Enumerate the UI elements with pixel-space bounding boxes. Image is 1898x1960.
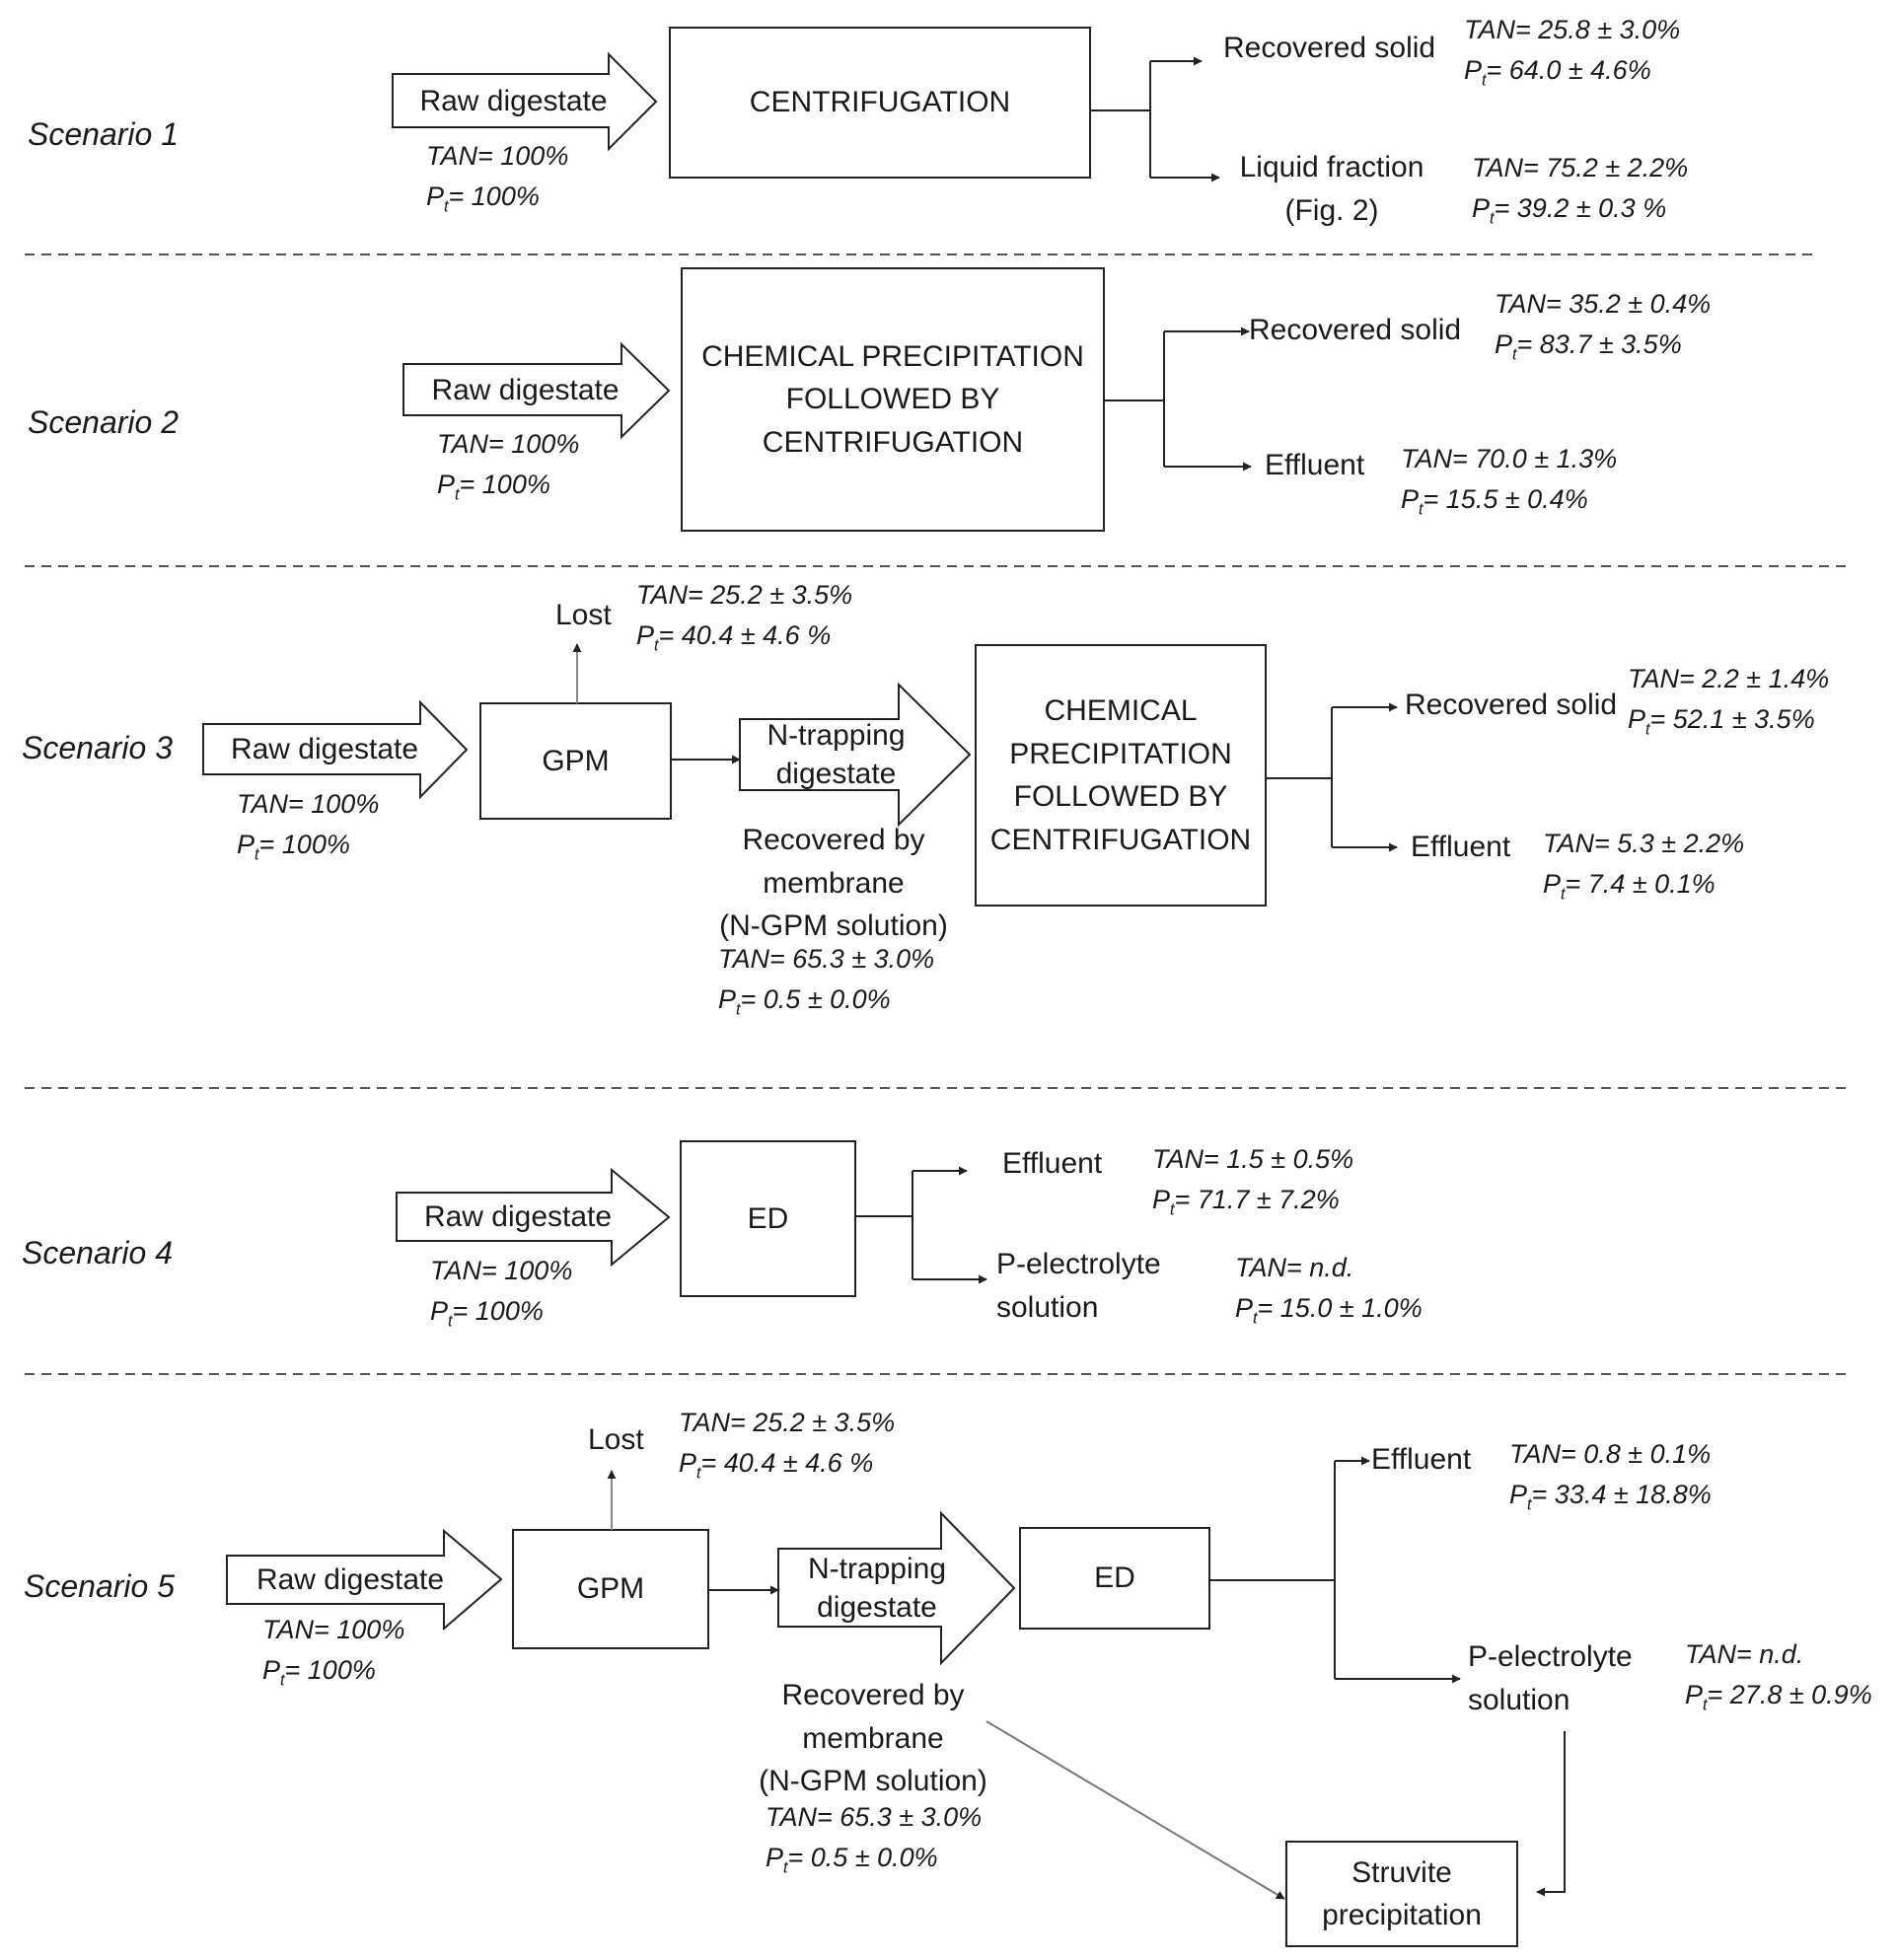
s2-recovered-solid-label: Recovered solid xyxy=(1249,314,1462,346)
s2-raw-digestate-label: Raw digestate xyxy=(431,373,620,406)
s5-lost-values: TAN= 25.2 ± 3.5% Pt= 40.4 ± 4.6 % xyxy=(679,1408,896,1482)
s2-effluent-values: TAN= 70.0 ± 1.3% Pt= 15.5 ± 0.4% xyxy=(1401,444,1618,518)
s1-raw-digestate-label: Raw digestate xyxy=(419,84,608,117)
s5-lost-label: Lost xyxy=(588,1423,644,1456)
s5-struvite-label: Struvite precipitation xyxy=(1322,1855,1482,1932)
s2-raw-digestate-arrow xyxy=(402,341,671,440)
s3-gpm-label: GPM xyxy=(542,744,610,777)
scenario-5-label: Scenario 5 xyxy=(24,1568,175,1604)
s1-liquid-fraction-values: TAN= 75.2 ± 2.2% Pt= 39.2 ± 0.3 % xyxy=(1472,153,1689,227)
s2-process-box xyxy=(681,267,1105,532)
s3-recovered-solid-values: TAN= 2.2 ± 1.4% Pt= 52.1 ± 3.5% xyxy=(1628,664,1830,738)
s5-raw-digestate-label: Raw digestate xyxy=(256,1563,445,1596)
s4-raw-digestate-arrow xyxy=(396,1167,671,1268)
s3-recovered-values: TAN= 65.3 ± 3.0% Pt= 0.5 ± 0.0% xyxy=(718,944,935,1018)
s3-connectors xyxy=(572,643,1398,852)
s5-struvite-box xyxy=(1285,1841,1518,1947)
s3-ntrapping-arrow xyxy=(739,682,972,828)
s3-recovered-by-membrane: Recovered by membrane (N-GPM solution) xyxy=(719,824,948,942)
s1-centrifugation-label: CENTRIFUGATION xyxy=(749,86,1011,119)
s1-feed-p: Pt= 100% xyxy=(426,181,540,215)
s4-effluent-values: TAN= 1.5 ± 0.5% Pt= 71.7 ± 7.2% xyxy=(1152,1144,1354,1218)
s1-centrifugation-box xyxy=(669,27,1091,179)
s2-feed-composition: TAN= 100% Pt= 100% xyxy=(437,429,580,503)
s4-p-electrolyte-label: P-electrolyte solution xyxy=(996,1248,1161,1324)
s5-p-electrolyte-values: TAN= n.d. Pt= 27.8 ± 0.9% xyxy=(1685,1639,1872,1713)
s3-effluent-label: Effluent xyxy=(1411,831,1511,863)
s5-p-electrolyte-label: P-electrolyte solution xyxy=(1468,1640,1633,1716)
s4-raw-digestate-label: Raw digestate xyxy=(423,1200,613,1233)
s5-ntrapping-arrow xyxy=(777,1510,1016,1666)
s3-lost-label: Lost xyxy=(555,599,612,631)
s5-ed-label: ED xyxy=(1094,1561,1135,1595)
s5-recovered-values: TAN= 65.3 ± 3.0% Pt= 0.5 ± 0.0% xyxy=(766,1802,983,1876)
s3-lost-values: TAN= 25.2 ± 3.5% Pt= 40.4 ± 4.6 % xyxy=(636,580,853,654)
scenario-4-label: Scenario 4 xyxy=(22,1235,173,1270)
scenario-3-label: Scenario 3 xyxy=(22,730,173,765)
s3-gpm-box xyxy=(479,702,672,820)
s3-raw-digestate-arrow xyxy=(202,699,469,800)
s1-recovered-solid-label: Recovered solid xyxy=(1223,32,1436,64)
s5-connectors xyxy=(607,1456,1566,1900)
s3-ntrapping-label: N-trapping digestate xyxy=(766,719,906,790)
s2-recovered-solid-values: TAN= 35.2 ± 0.4% Pt= 83.7 ± 3.5% xyxy=(1495,289,1712,363)
s1-branch-connector xyxy=(1090,56,1220,182)
s4-effluent-label: Effluent xyxy=(1002,1147,1103,1180)
s3-effluent-values: TAN= 5.3 ± 2.2% Pt= 7.4 ± 0.1% xyxy=(1543,829,1745,903)
s3-raw-digestate-label: Raw digestate xyxy=(230,733,419,765)
s3-recovered-solid-label: Recovered solid xyxy=(1405,689,1618,721)
s5-gpm-label: GPM xyxy=(576,1572,645,1606)
s5-ntrapping-label: N-trapping digestate xyxy=(807,1552,947,1624)
s2-branch-connector xyxy=(1104,327,1252,472)
s5-effluent-label: Effluent xyxy=(1371,1443,1472,1476)
s1-liquid-fraction-label: Liquid fraction (Fig. 2) xyxy=(1239,151,1424,227)
s4-feed-composition: TAN= 100% Pt= 100% xyxy=(430,1256,573,1330)
s1-feed-tan: TAN= 100% xyxy=(426,141,569,171)
s1-raw-digestate-arrow xyxy=(392,51,658,152)
s3-process-label: CHEMICAL PRECIPITATION FOLLOWED BY CENTR… xyxy=(989,694,1252,856)
s5-gpm-box xyxy=(512,1529,709,1649)
s3-feed-composition: TAN= 100% Pt= 100% xyxy=(237,789,380,863)
scenario-1-label: Scenario 1 xyxy=(28,116,179,152)
s5-effluent-values: TAN= 0.8 ± 0.1% Pt= 33.4 ± 18.8% xyxy=(1509,1439,1712,1513)
s2-effluent-label: Effluent xyxy=(1265,449,1365,481)
s4-p-electrolyte-values: TAN= n.d. Pt= 15.0 ± 1.0% xyxy=(1235,1253,1423,1327)
s4-ed-box xyxy=(680,1140,856,1297)
s1-recovered-solid-values: TAN= 25.8 ± 3.0% Pt= 64.0 ± 4.6% xyxy=(1464,15,1681,89)
s5-feed-composition: TAN= 100% Pt= 100% xyxy=(262,1615,405,1689)
s5-raw-digestate-arrow xyxy=(226,1528,503,1632)
scenario-separators xyxy=(25,254,1850,1375)
scenario-2-label: Scenario 2 xyxy=(28,404,179,440)
s2-process-label: CHEMICAL PRECIPITATION FOLLOWED BY CENTR… xyxy=(701,339,1084,459)
s1-feed-composition: TAN= 100% Pt= 100% xyxy=(426,136,568,218)
s5-ed-box xyxy=(1019,1527,1210,1630)
s3-process-box xyxy=(975,644,1267,907)
s4-ed-label: ED xyxy=(747,1201,789,1235)
s4-branch-connector xyxy=(855,1166,987,1284)
s5-recovered-by-membrane: Recovered by membrane (N-GPM solution) xyxy=(759,1679,987,1797)
